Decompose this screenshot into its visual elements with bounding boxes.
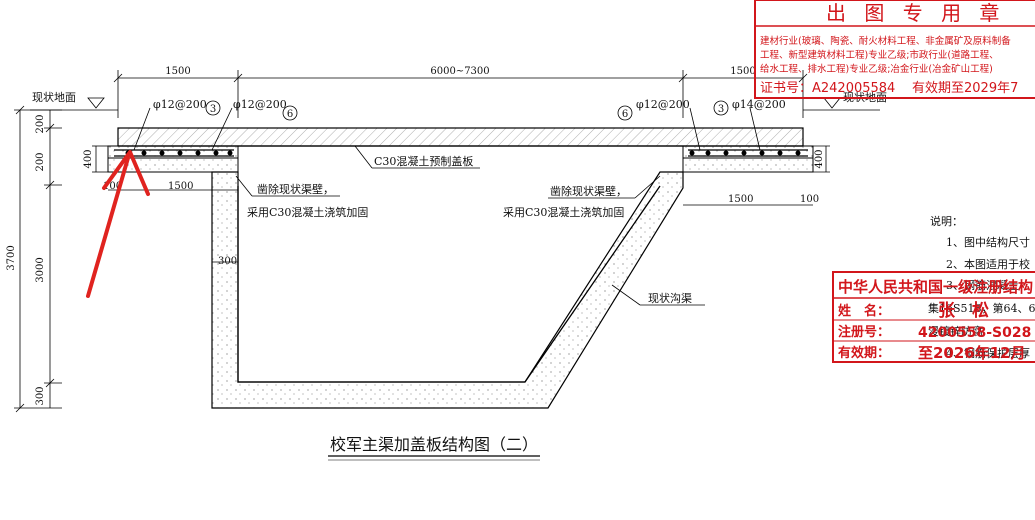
engineer-stamp-title: 中华人民共和国一级注册结构 xyxy=(838,278,1033,296)
dim-top-middle: 6000~7300 xyxy=(430,66,489,77)
label-right-note-1: 凿除现状渠壁， xyxy=(550,184,627,198)
engineer-name: 张 松 xyxy=(938,300,989,321)
dim-below-right-100: 100 xyxy=(800,194,819,205)
channel-body xyxy=(211,171,684,409)
right-bearing-block xyxy=(682,145,814,173)
label-cover-slab: C30混凝土预制盖板 xyxy=(374,154,473,168)
design-seal-stamp: 出 图 专 用 章 建材行业(玻璃、陶瓷、耐火材料工程、非金属矿及原料制备 工程… xyxy=(754,0,1035,99)
rebar-label-1: φ12@200 xyxy=(153,98,207,111)
note-3: 3、钢筋混凝土 xyxy=(946,278,1019,292)
dim-below-left-1500: 1500 xyxy=(168,181,193,192)
stamp-title: 出 图 专 用 章 xyxy=(826,1,1005,25)
note-3c: 浸镀锌防腐 xyxy=(928,324,983,338)
engineer-seal-stamp: 中华人民共和国一级注册结构 姓 名： 张 松 注册号： 4200558-S028… xyxy=(832,271,1035,363)
rebar-num-1: 3 xyxy=(210,104,216,115)
ground-marker-left-icon xyxy=(87,97,105,109)
rebar-callout-leaders xyxy=(133,107,761,151)
engineer-reg-label: 注册号： xyxy=(838,324,890,340)
engineer-valid: 至2026年12月 xyxy=(918,344,1026,362)
stamp-validity: 有效期至2029年7 xyxy=(912,81,1018,96)
rebar-label-4: φ14@200 xyxy=(732,98,786,111)
ground-marker-right-icon xyxy=(823,97,841,109)
note-2: 2、本图适用于校 xyxy=(946,257,1030,271)
rebar-label-3: φ12@200 xyxy=(636,98,690,111)
ground-label-left: 现状地面 xyxy=(32,90,76,104)
dim-top-left: 1500 xyxy=(165,66,190,77)
stamp-cert-label: 证书号： xyxy=(760,81,812,96)
note-3b: 集16S518，第64、65 xyxy=(928,301,1035,315)
dim-below-right-1500: 1500 xyxy=(728,194,753,205)
label-right-note-2: 采用C30混凝土浇筑加固 xyxy=(503,205,624,219)
engineer-reg-no: 4200558-S028 xyxy=(918,325,1031,341)
top-dimension-line xyxy=(113,70,808,118)
drawing-title: 校军主渠加盖板结构图（二） xyxy=(330,435,538,454)
right-rebar-dots xyxy=(689,150,801,156)
dim-below-left-100: 100 xyxy=(103,181,122,192)
engineer-name-label: 姓 名： xyxy=(837,303,890,319)
stamp-line-3: 给水工程、排水工程)专业乙级;冶金行业(冶金矿山工程) xyxy=(760,63,993,75)
red-annotation-arrow-icon xyxy=(86,150,150,298)
dim-left-3700: 3700 xyxy=(6,245,17,270)
dim-left-200a: 200 xyxy=(35,114,46,133)
notes-heading: 说明： xyxy=(930,214,963,228)
dim-slab-left-400: 400 xyxy=(83,149,94,168)
stamp-cert-no: A242005584 xyxy=(812,81,895,96)
stamp-line-1: 建材行业(玻璃、陶瓷、耐火材料工程、非金属矿及原料制备 xyxy=(760,35,1011,47)
dim-slab-right-400: 400 xyxy=(814,149,825,168)
dim-left-200b: 200 xyxy=(35,152,46,171)
note-4: 4、钢筋保护层厚 xyxy=(946,346,1030,360)
dim-left-3000: 3000 xyxy=(35,257,46,282)
dim-top-right: 1500 xyxy=(730,66,755,77)
note-1: 1、图中结构尺寸 xyxy=(946,235,1030,249)
label-left-note-1: 凿除现状渠壁， xyxy=(257,182,334,196)
dim-left-300: 300 xyxy=(35,386,46,405)
rebar-num-2: 6 xyxy=(287,109,293,120)
left-dimension-line xyxy=(14,105,62,413)
engineer-valid-label: 有效期： xyxy=(838,345,890,361)
rebar-num-3: 6 xyxy=(622,109,628,120)
rebar-num-4: 3 xyxy=(718,104,724,115)
rebar-label-2: φ12@200 xyxy=(233,98,287,111)
label-left-note-2: 采用C30混凝土浇筑加固 xyxy=(247,205,368,219)
stamp-line-2: 工程、新型建筑材料工程)专业乙级;市政行业(道路工程、 xyxy=(760,49,999,61)
left-bearing-block xyxy=(107,145,239,173)
label-channel: 现状沟渠 xyxy=(648,291,692,305)
dim-wall-300: 300 xyxy=(218,256,237,267)
